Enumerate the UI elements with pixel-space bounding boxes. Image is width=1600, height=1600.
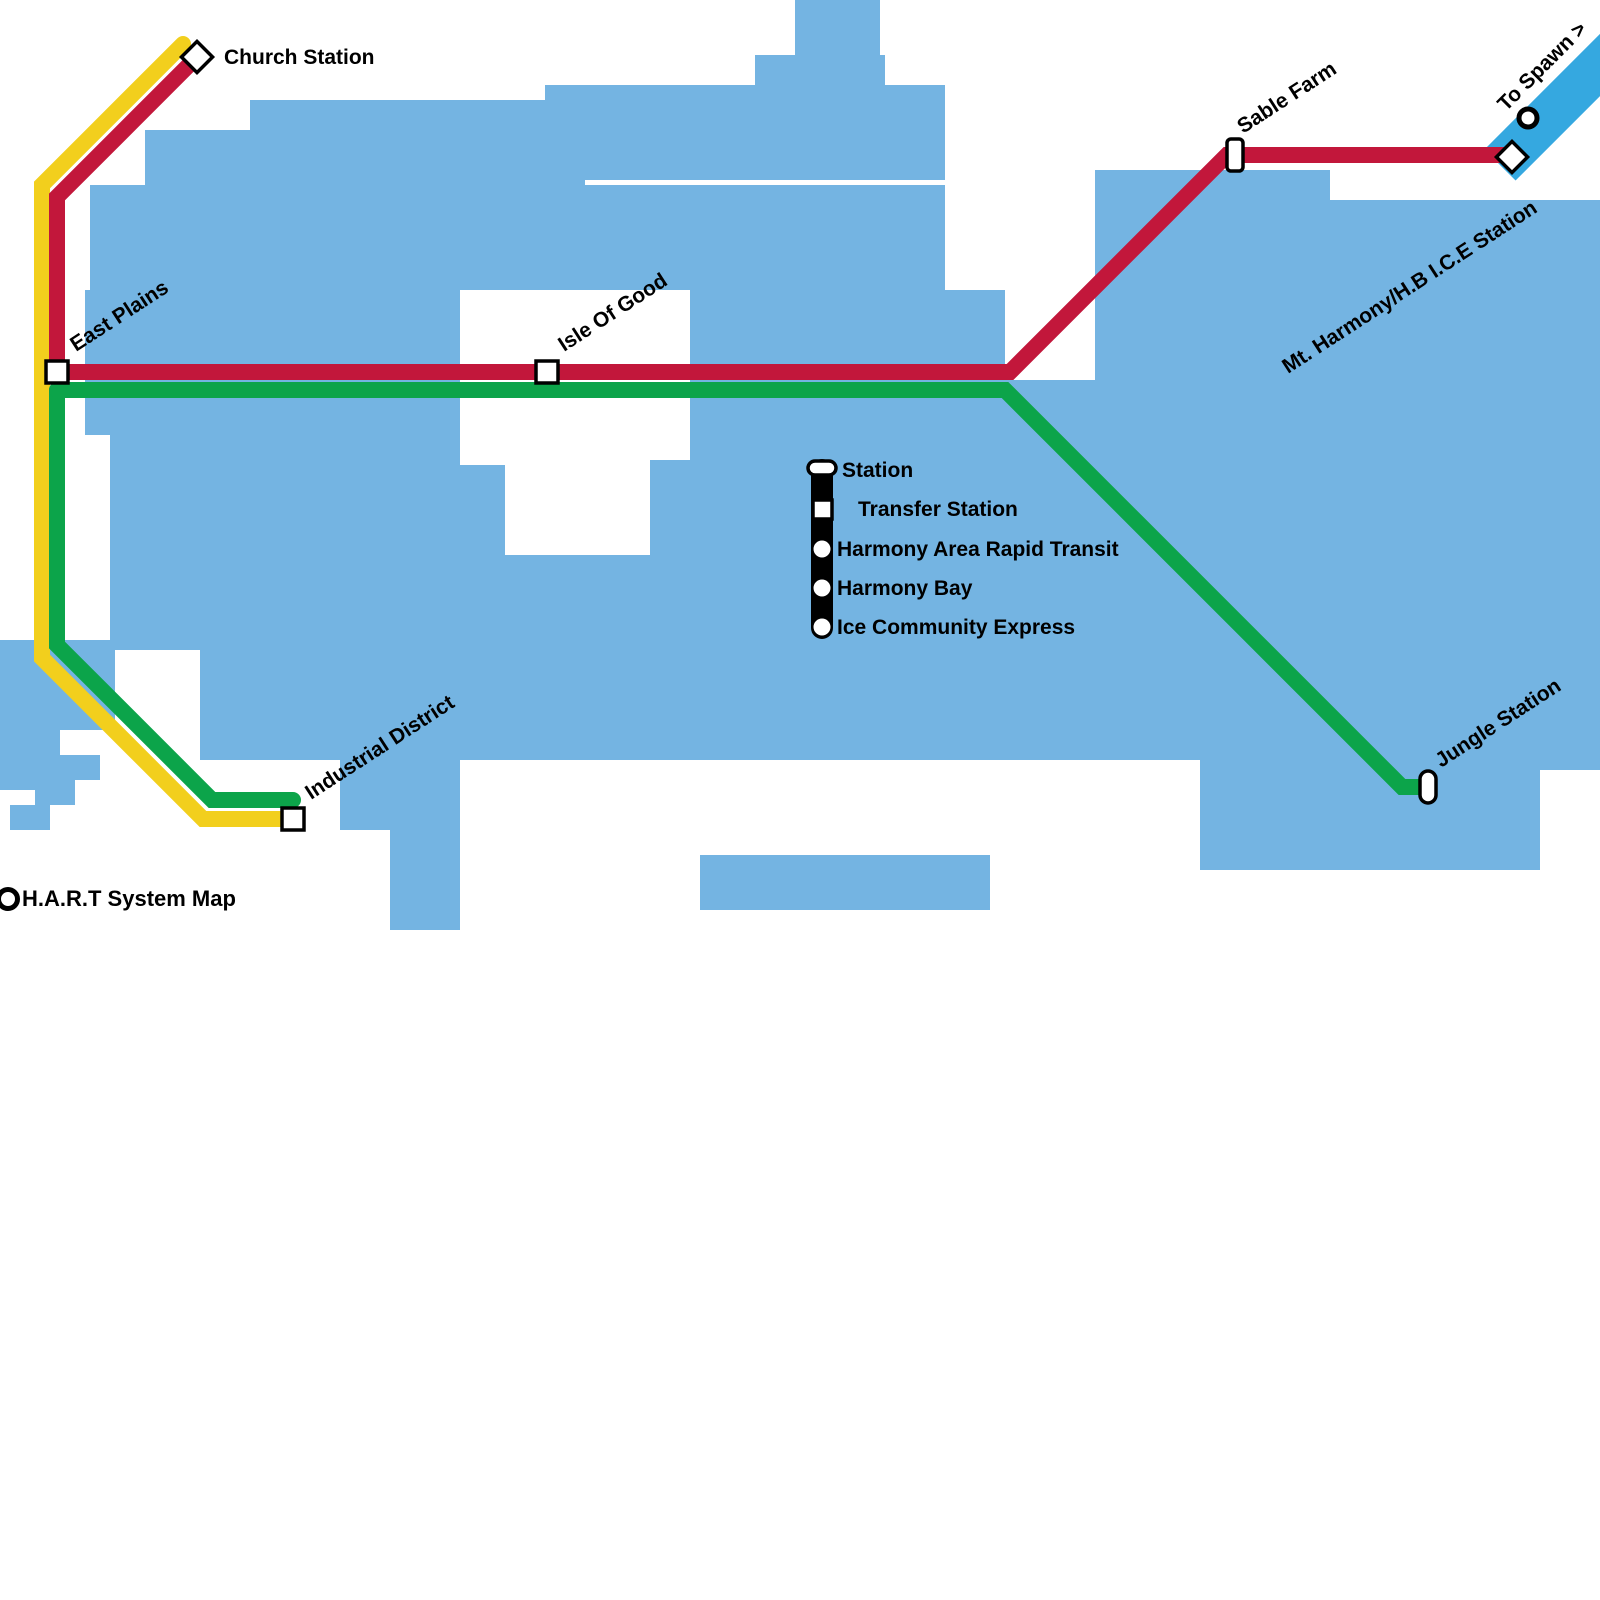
map-title-group: H.A.R.T System Map — [0, 886, 236, 911]
station-marker-east-plains — [44, 359, 70, 385]
red-line — [49, 49, 1520, 380]
station-marker-industrial — [280, 806, 306, 832]
hart-logo-icon — [0, 887, 20, 911]
station-marker-jungle — [1418, 769, 1438, 805]
legend-transfer-square-icon — [811, 498, 834, 521]
station-marker-church — [178, 38, 216, 76]
spawn-line — [1484, 33, 1600, 181]
green-line — [49, 382, 1432, 795]
legend-label-station: Station — [842, 459, 913, 482]
station-label-church: Church Station — [224, 46, 375, 69]
yellow-line — [34, 36, 302, 827]
legend-label-transfer-station: Transfer Station — [858, 498, 1018, 521]
legend-line-circle-icon — [813, 540, 831, 558]
legend-label-harmony-bay: Harmony Bay — [837, 577, 973, 600]
station-marker-sable-farm — [1225, 137, 1245, 173]
station-marker-to-spawn — [1516, 106, 1540, 130]
station-marker-mt-harmony — [1493, 138, 1531, 176]
legend-label-ice-express: Ice Community Express — [837, 616, 1075, 639]
green-line-branch — [49, 382, 301, 808]
station-label-sable-farm: Sable Farm — [1233, 57, 1340, 138]
legend-label-hart: Harmony Area Rapid Transit — [837, 538, 1119, 561]
legend-line-circle-icon — [813, 579, 831, 597]
legend: Station Transfer Station Harmony Area Ra… — [806, 459, 1119, 639]
map-title: H.A.R.T System Map — [22, 886, 236, 911]
landmass — [0, 0, 1600, 930]
legend-line-circle-icon — [813, 618, 831, 636]
legend-station-pill-icon — [806, 459, 838, 477]
station-marker-isle-of-good — [534, 359, 560, 385]
